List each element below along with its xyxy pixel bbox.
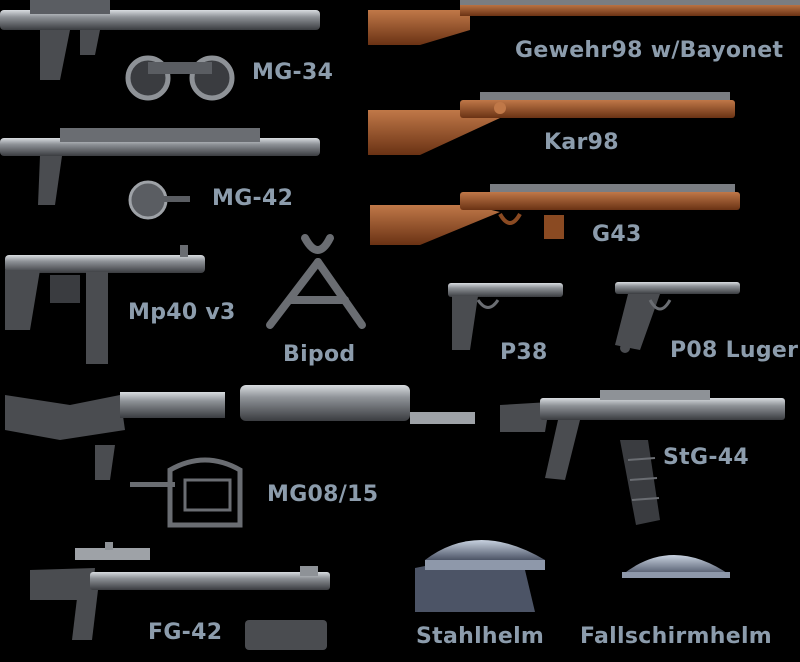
gewehr98-label: Gewehr98 w/Bayonet: [515, 38, 784, 63]
g43-icon[interactable]: [370, 184, 740, 245]
kar98-icon[interactable]: [368, 92, 735, 155]
fg42-icon[interactable]: [30, 542, 330, 650]
mp40-label: Mp40 v3: [128, 300, 236, 325]
bipod-icon[interactable]: [266, 234, 366, 329]
stahlhelm-label: Stahlhelm: [416, 624, 545, 649]
p38-icon[interactable]: [448, 283, 563, 350]
bipod-label: Bipod: [283, 342, 356, 367]
mg42-label: MG-42: [212, 186, 294, 211]
mg34-icon[interactable]: [0, 0, 320, 101]
kar98-label: Kar98: [544, 130, 619, 155]
stg44-icon[interactable]: [500, 390, 785, 525]
fg42-label: FG-42: [148, 620, 223, 645]
fallschirmhelm-label: Fallschirmhelm: [580, 624, 773, 649]
p38-label: P38: [500, 340, 548, 365]
g43-label: G43: [592, 222, 642, 247]
p08-luger-icon[interactable]: [615, 282, 740, 353]
mg0815-label: MG08/15: [267, 482, 379, 507]
gewehr98-icon[interactable]: [368, 0, 800, 45]
mp40-icon[interactable]: [5, 245, 205, 364]
p08-label: P08 Luger: [670, 338, 799, 363]
mg0815-icon[interactable]: [5, 385, 475, 528]
fallschirmhelm-icon[interactable]: [622, 555, 730, 578]
stg44-label: StG-44: [663, 445, 749, 470]
mg42-icon[interactable]: [0, 128, 320, 220]
mg34-label: MG-34: [252, 60, 334, 85]
stahlhelm-icon[interactable]: [415, 540, 545, 612]
